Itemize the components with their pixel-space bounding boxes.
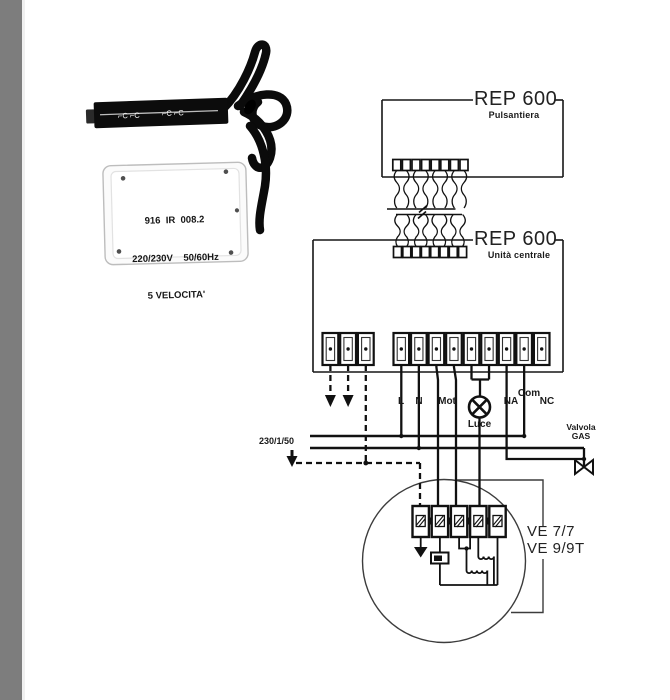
central-terminal-strip-left <box>321 331 375 367</box>
fan-model-1: VE 7/7 <box>527 523 576 540</box>
fan-scroll-outline <box>456 479 544 614</box>
label-nc: NC <box>539 396 555 407</box>
supply-lines <box>310 434 584 450</box>
winding-junction-dot <box>464 546 469 551</box>
ir-sensor-bar: ⌐C ⌐C ⌐C ⌐C <box>85 97 229 129</box>
gas-valve-icon <box>574 457 594 477</box>
ribbon-cable-upper <box>393 170 468 209</box>
page-left-gray-band <box>0 0 25 700</box>
label-motor: Mot <box>438 396 456 407</box>
box-model-line: 916 IR 008.2 <box>144 214 205 227</box>
box-voltage-line: 220/230V 50/60Hz <box>132 251 219 265</box>
box-screws <box>116 169 240 255</box>
label-na: NA <box>503 396 519 407</box>
valve-label-line2: GAS <box>571 431 591 441</box>
fan-terminal-strip <box>411 504 507 539</box>
earth-dashed-wires <box>296 365 422 506</box>
bar-certification-marks-2: ⌐C ⌐C <box>162 108 185 118</box>
fan-model-2: VE 9/9T <box>527 540 585 557</box>
pulsantiera-box <box>381 99 564 178</box>
junction-dots <box>363 433 587 466</box>
control-box-photo <box>102 161 249 266</box>
central-unit-subtitle: Unità centrale <box>487 250 551 260</box>
cable-knot <box>244 99 256 115</box>
pulsantiera-title: REP 600 <box>474 88 558 110</box>
pulsantiera-terminal-strip <box>391 158 469 172</box>
ribbon-cable-lower <box>394 214 466 247</box>
capacitor-icon <box>430 551 450 565</box>
box-speed-line: 5 VELOCITA' <box>147 289 206 302</box>
pulsantiera-subtitle: Pulsantiera <box>488 110 540 120</box>
bar-certification-marks: ⌐C ⌐C <box>118 111 141 121</box>
label-neutral: N <box>415 396 423 407</box>
central-terminal-strip-right <box>392 331 551 367</box>
label-line: L <box>397 396 405 407</box>
earth-arrow-icons <box>286 395 354 467</box>
motor-internals <box>419 537 499 586</box>
fan-ground-icon <box>414 547 428 558</box>
supply-label: 230/1/50 <box>259 436 295 446</box>
cable-break-symbol <box>387 204 462 220</box>
power-cable <box>218 40 292 235</box>
central-terminal-strip-lower <box>392 245 468 259</box>
fan-housing-circle <box>361 478 527 644</box>
label-com: Com <box>517 388 541 399</box>
valve-label-line1: Valvola <box>566 422 596 432</box>
label-luce: Luce <box>467 419 492 430</box>
lamp-icon <box>467 395 492 419</box>
control-box-label: 916 IR 008.2 220/230V 50/60Hz 5 VELOCITA… <box>102 188 249 329</box>
central-unit-title: REP 600 <box>474 228 558 250</box>
output-wires <box>400 365 586 506</box>
